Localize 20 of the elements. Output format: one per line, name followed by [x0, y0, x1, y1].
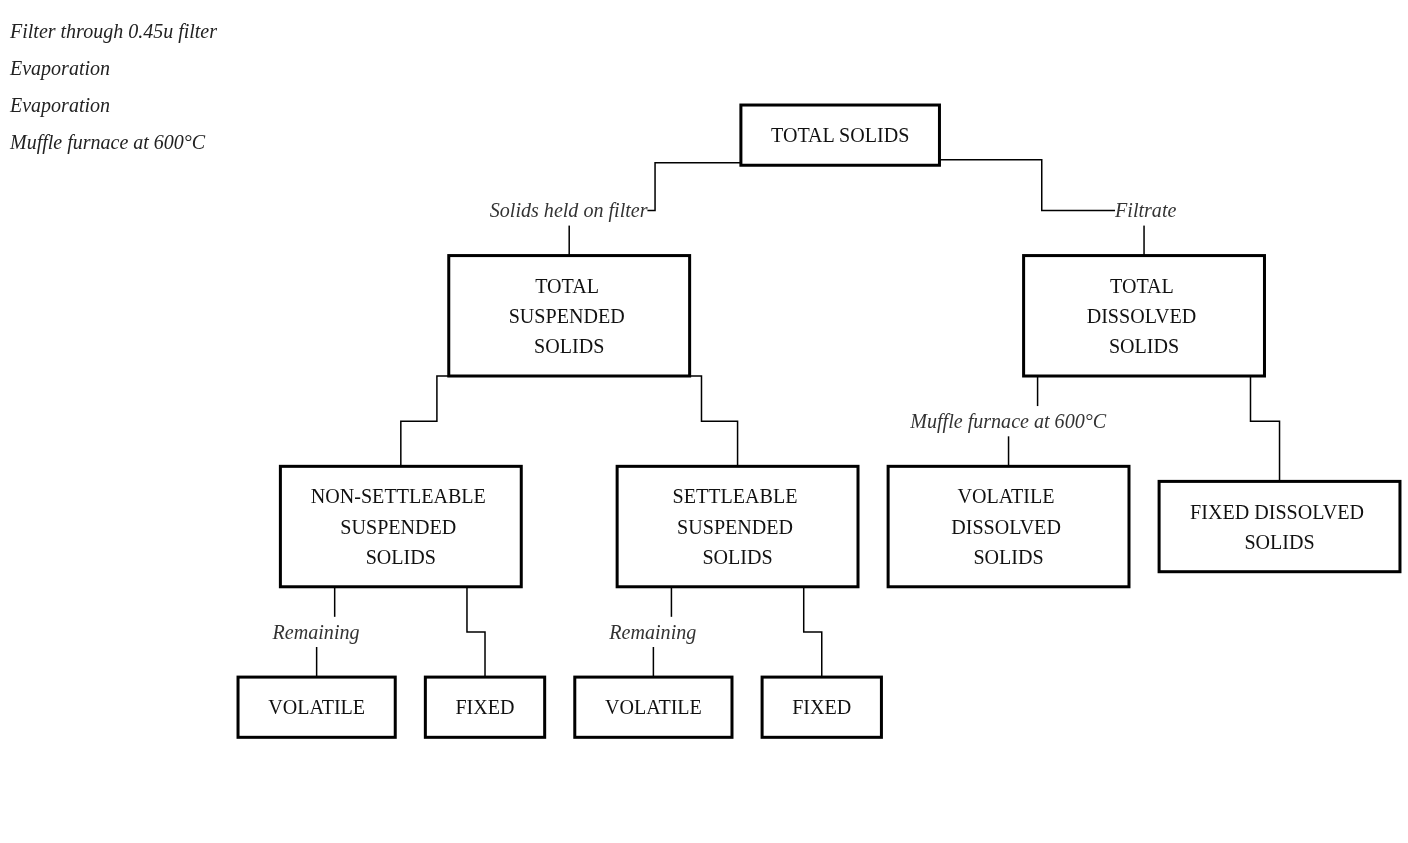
edge-label: Muffle furnace at 600°C	[910, 410, 1107, 433]
edge-label: Solids held on filter	[489, 199, 648, 222]
node-box: TOTAL SUSPENDED SOLIDS	[447, 254, 692, 378]
node-box: SETTLEABLE SUSPENDED SOLIDS	[615, 465, 860, 589]
node-box: TOTAL DISSOLVED SOLIDS	[1022, 254, 1266, 378]
step-note: Evaporation	[10, 57, 111, 80]
node-box: NON-SETTLEABLE SUSPENDED SOLIDS	[278, 465, 523, 589]
step-note: Muffle furnace at 600°C	[10, 131, 207, 154]
node-box: FIXED	[760, 675, 883, 740]
edge-label: Filtrate	[1115, 199, 1177, 222]
node-box: VOLATILE	[573, 675, 734, 740]
node-box: FIXED DISSOLVED SOLIDS	[1157, 480, 1402, 574]
step-note: Evaporation	[10, 94, 111, 117]
node-box: TOTAL SOLIDS	[739, 103, 941, 168]
edge-label: Remaining	[272, 621, 360, 644]
edge-label: Remaining	[609, 621, 697, 644]
node-box: VOLATILE DISSOLVED SOLIDS	[886, 465, 1131, 589]
node-box: VOLATILE	[236, 675, 397, 740]
step-note: Filter through 0.45u filter	[10, 20, 219, 43]
node-box: FIXED	[423, 675, 547, 740]
